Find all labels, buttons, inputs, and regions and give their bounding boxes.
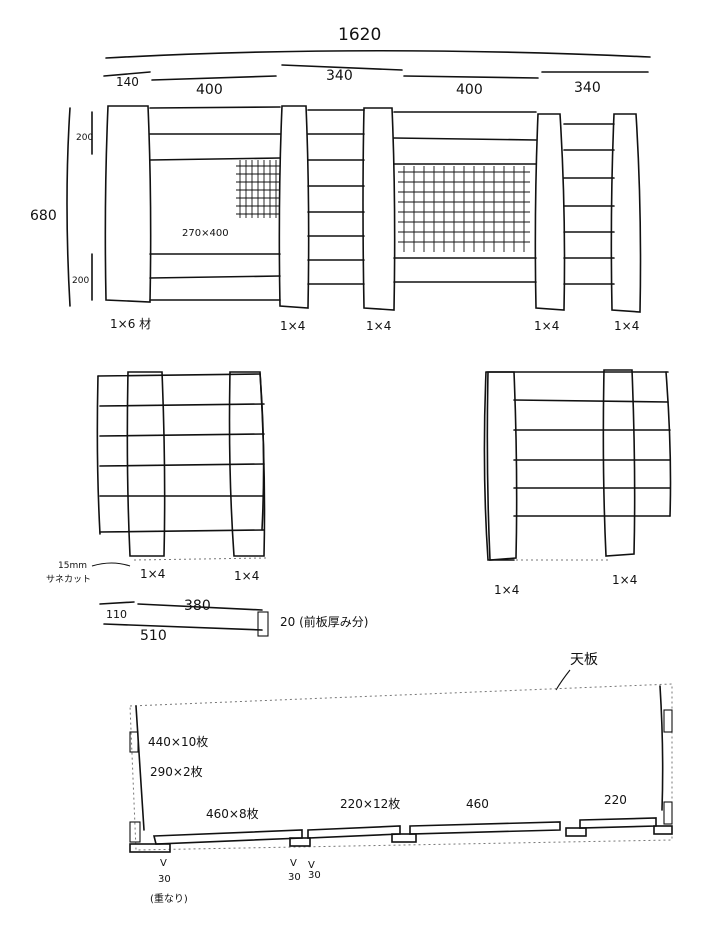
total-width-line [105, 49, 651, 59]
left-wall-block-top [129, 731, 139, 753]
side-left-bottom-hint [133, 557, 267, 561]
side-right-label-b: 1×4 [612, 573, 637, 587]
height-line [66, 107, 71, 307]
dim-220-label: 220 [604, 793, 627, 807]
side-right-boards [485, 371, 672, 517]
side-left-post-b [228, 371, 266, 557]
right-wall-block-top [663, 709, 673, 733]
seg-line-2 [151, 75, 277, 81]
left-wall [135, 705, 145, 831]
mesh-opening-right [398, 166, 530, 252]
top-board-label: 天板 [570, 652, 598, 668]
side-right-post-b [602, 369, 636, 557]
front-boards-right-middle [393, 111, 537, 283]
dim-460-label: 460 [466, 797, 489, 811]
dim-30-c: 30 [308, 870, 321, 881]
support-block-1 [129, 843, 171, 853]
right-wall-block-bottom [663, 801, 673, 825]
rail-top-label: 200 [76, 133, 93, 143]
post-label-2: 1×4 [280, 319, 305, 333]
support-block-2 [289, 837, 311, 847]
marker-v-3: V [308, 860, 315, 871]
note-arrow [91, 562, 131, 567]
front-boards-right [563, 123, 615, 285]
post-label-5: 1×4 [614, 319, 639, 333]
post-1x4-d [610, 113, 642, 313]
post-label-3: 1×4 [366, 319, 391, 333]
seg-line-3 [281, 64, 403, 71]
side-panel-right: 1×4 1×4 [483, 369, 672, 597]
dim-a-line [99, 601, 135, 605]
post-1x6 [104, 105, 152, 303]
opening-size-label: 270×400 [182, 228, 229, 239]
front-board-mark [257, 611, 269, 637]
support-block-4 [565, 827, 587, 837]
note-text: サネカット [46, 574, 91, 585]
boards-d-label: 220×12枚 [340, 796, 400, 811]
front-boards-left [149, 106, 281, 301]
right-wall [659, 685, 664, 811]
boards-b-label: 290×2枚 [150, 764, 203, 779]
rail-bottom-label: 200 [72, 276, 89, 286]
support-block-5 [653, 825, 673, 835]
height-label: 680 [30, 208, 57, 224]
floor-board-4 [579, 817, 657, 829]
dim-b-line [137, 603, 263, 611]
seg-line-4 [403, 75, 539, 79]
side-left-label-b: 1×4 [234, 569, 259, 583]
dim-total-line [103, 623, 263, 631]
marker-v-1: V [160, 858, 167, 869]
dim-30-a: 30 [158, 874, 171, 885]
side-left-edge [96, 375, 101, 535]
side-left-boards [97, 373, 265, 533]
post-label-4: 1×4 [534, 319, 559, 333]
side-left-post-a [126, 371, 166, 557]
dim-30-b: 30 [288, 872, 301, 883]
dim-a-label: 110 [106, 608, 127, 621]
top-board-arrow [555, 669, 571, 691]
side-right-post-a [486, 371, 518, 561]
dim-b-label: 380 [184, 598, 211, 614]
side-right-edge [483, 371, 515, 561]
side-panel-left: 15mm サネカット 1×4 1×4 110 380 510 20 (前板厚み分… [46, 371, 368, 644]
total-width-label: 1620 [338, 25, 381, 45]
post-label-1: 1×6 材 [110, 317, 151, 331]
side-right-label-a: 1×4 [494, 583, 519, 597]
seg-label-2: 400 [196, 82, 223, 98]
top-board-outline [129, 683, 673, 851]
seg-label-1: 140 [116, 75, 139, 89]
marker-v-2: V [290, 858, 297, 869]
front-panel-drawing: 1620 140 400 340 400 340 680 200 200 [30, 25, 651, 333]
note-size: 15mm [58, 561, 87, 571]
boards-a-label: 440×10枚 [148, 734, 208, 749]
seg-line-1 [103, 71, 151, 77]
side-left-label-a: 1×4 [140, 567, 165, 581]
floor-board-1 [152, 829, 303, 845]
dim-extra-label: 20 (前板厚み分) [280, 614, 368, 629]
dim-total-label: 510 [140, 628, 167, 644]
seg-label-5: 340 [574, 80, 601, 96]
support-block-3 [391, 833, 417, 843]
front-boards-middle [307, 109, 365, 285]
seg-label-4: 400 [456, 82, 483, 98]
post-1x4-a [278, 105, 310, 309]
post-1x4-c [534, 113, 566, 311]
left-wall-block-bottom [129, 821, 141, 843]
post-1x4-b [362, 107, 396, 311]
boards-c-label: 460×8枚 [206, 806, 259, 821]
seg-label-3: 340 [326, 68, 353, 84]
overlap-note: (重なり) [150, 892, 188, 905]
floor-board-2 [307, 825, 401, 839]
floor-board-3 [409, 821, 561, 835]
bottom-view: 天板 440×10枚 290×2枚 460×8枚 220×12枚 460 220… [129, 652, 673, 905]
mesh-opening-left [236, 160, 280, 218]
